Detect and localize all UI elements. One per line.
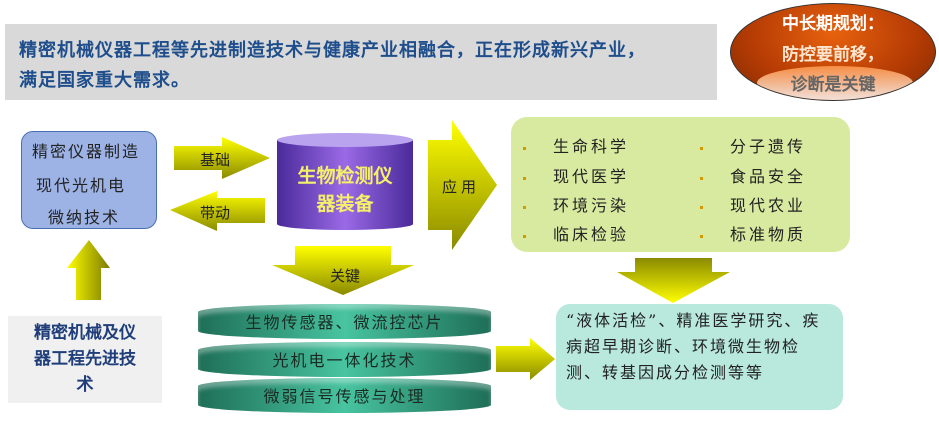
- app-item: 现代医学: [553, 167, 630, 186]
- up-arrow: [67, 240, 110, 300]
- tech-layer-1: 生物传感器、微流控芯片: [198, 304, 491, 339]
- center-line-1: 生物检测仪: [297, 165, 393, 187]
- bio-instrument-title: 生物检测仪 器装备: [277, 162, 413, 218]
- app-item: 生命科学: [553, 137, 630, 156]
- blue-line-1: 精密仪器制造: [32, 142, 141, 161]
- ellipse-line-2: 防控要前移，: [782, 45, 884, 65]
- gray-line-3: 术: [76, 375, 94, 395]
- app-item: 临床检验: [553, 225, 630, 244]
- blue-line-2: 现代光机电: [36, 176, 127, 195]
- engineering-box: 精密机械及仪 器工程先进技 术: [8, 316, 162, 403]
- app-item: 标准物质: [730, 225, 807, 244]
- drive-arrow: [170, 191, 265, 231]
- summary-banner: 精密机械仪器工程等先进制造技术与健康产业相融合，正在形成新兴产业， 满足国家重大…: [5, 24, 717, 100]
- banner-line-2: 满足国家重大需求。: [19, 70, 190, 91]
- foundation-arrow: [174, 137, 270, 179]
- down-arrow-right: [617, 258, 730, 303]
- key-label: 关键: [330, 267, 361, 285]
- app-item: 环境污染: [553, 196, 630, 215]
- foundation-label: 基础: [200, 151, 231, 169]
- app-item: 现代农业: [730, 196, 807, 215]
- cylinder-top: [277, 133, 413, 147]
- plan-ellipse: 中长期规划： 防控要前移， 诊断是关键: [730, 3, 936, 101]
- ellipse-line-1: 中长期规划：: [782, 14, 884, 34]
- tech-layer-3: 微弱信号传感与处理: [198, 378, 491, 413]
- tech-layer-2: 光机电一体化技术: [198, 342, 491, 377]
- cylinder-body: [277, 140, 413, 224]
- apply-label: 应用: [442, 178, 481, 196]
- gray-line-2: 器工程先进技: [34, 349, 136, 369]
- blue-line-3: 微纳技术: [48, 208, 121, 227]
- cylinder-bottom: [277, 218, 413, 230]
- right-small-arrow: [496, 338, 555, 380]
- manufacturing-box: 精密仪器制造 现代光机电 微纳技术: [21, 131, 157, 229]
- outcome-box: “液体活检”、精准医学研究、疾病超早期诊断、环境微生物检测、转基因成分检测等等: [556, 304, 843, 410]
- key-arrow: [272, 246, 414, 295]
- app-item: 分子遗传: [730, 137, 807, 156]
- apply-arrow: [428, 120, 497, 250]
- ellipse-line-3: 诊断是关键: [790, 75, 876, 95]
- center-line-2: 器装备: [316, 193, 374, 215]
- drive-label: 带动: [200, 204, 231, 222]
- app-item: 食品安全: [730, 167, 807, 186]
- gray-line-1: 精密机械及仪: [34, 323, 136, 343]
- applications-box: 生命科学 现代医学 环境污染 临床检验 分子遗传 食品安全 现代农业 标准物质: [511, 117, 850, 252]
- banner-line-1: 精密机械仪器工程等先进制造技术与健康产业相融合，正在形成新兴产业，: [19, 40, 646, 61]
